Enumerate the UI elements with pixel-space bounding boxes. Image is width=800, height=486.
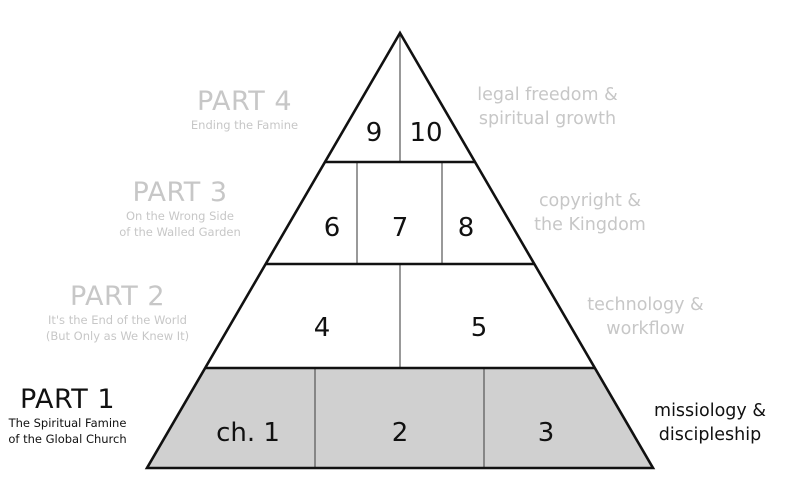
part-1-subtitle-line-2: of the Global Church	[8, 432, 127, 446]
part-3-label: PART 3 On the Wrong Side of the Walled G…	[95, 177, 265, 240]
part-3-theme-line-1: copyright &	[538, 191, 642, 211]
part-3-subtitle-line-2: of the Walled Garden	[119, 225, 241, 239]
chapter-cell-6: 6	[324, 213, 341, 243]
chapter-cell-10: 10	[409, 118, 442, 148]
part-3-theme: copyright & the Kingdom	[515, 189, 665, 237]
part-1-theme: missiology & discipleship	[640, 399, 780, 447]
part-3-theme-line-2: the Kingdom	[534, 215, 646, 235]
chapter-cell-7: 7	[392, 213, 409, 243]
part-1-subtitle-line-1: The Spiritual Famine	[8, 416, 127, 430]
pyramid-outline	[144, 30, 656, 470]
part-4-label: PART 4 Ending the Famine	[157, 86, 332, 133]
chapter-cell-2: 2	[392, 418, 409, 448]
part-4-subtitle-line-1: Ending the Famine	[190, 118, 299, 132]
part-2-theme-line-2: workflow	[606, 319, 685, 339]
chapter-cell-5: 5	[471, 313, 488, 343]
part-3-subtitle-line-1: On the Wrong Side	[125, 209, 234, 223]
chapter-cell-4: 4	[314, 313, 331, 343]
part-2-label: PART 2 It's the End of the World (But On…	[30, 281, 205, 344]
part-2-subtitle-line-2: (But Only as We Knew It)	[45, 329, 190, 343]
chapter-cell-8: 8	[458, 213, 475, 243]
part-2-theme: technology & workflow	[578, 293, 713, 341]
part-4-theme-line-1: legal freedom &	[477, 85, 618, 105]
part-1-label: PART 1 The Spiritual Famine of the Globa…	[0, 384, 135, 447]
tier-1-fill	[147, 368, 653, 468]
part-4-theme-line-2: spiritual growth	[478, 109, 617, 129]
part-1-theme-line-2: discipleship	[658, 425, 762, 445]
part-1-theme-line-1: missiology &	[654, 401, 766, 421]
part-2-title: PART 2	[69, 281, 166, 312]
part-2-theme-line-1: technology &	[587, 295, 704, 315]
part-1-title: PART 1	[19, 384, 116, 415]
part-4-title: PART 4	[196, 86, 293, 117]
chapter-cell-9: 9	[366, 118, 383, 148]
chapter-cell-3: 3	[538, 418, 555, 448]
chapter-cell-ch-1: ch. 1	[216, 418, 280, 448]
part-3-title: PART 3	[132, 177, 228, 208]
part-2-subtitle-line-1: It's the End of the World	[48, 313, 187, 327]
part-4-theme: legal freedom & spiritual growth	[465, 83, 630, 131]
